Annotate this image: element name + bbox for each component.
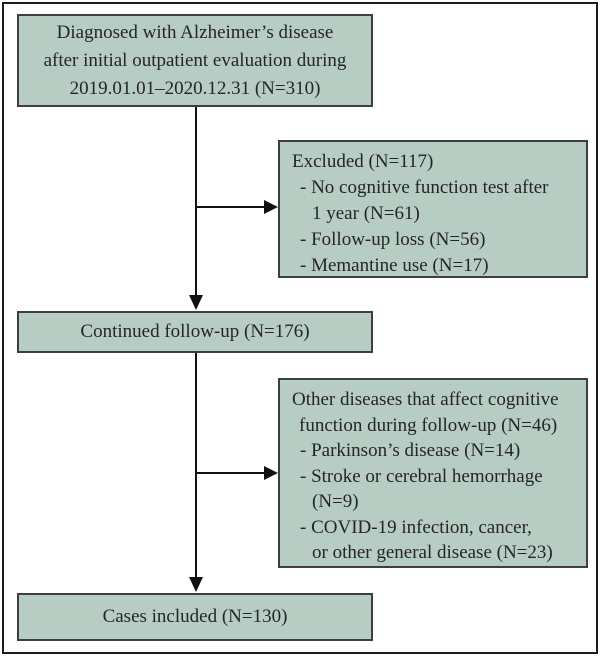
box-diagnosed-text: Diagnosed with Alzheimer’s disease after… <box>43 21 347 99</box>
other-item-continued: (N=9) <box>312 491 359 512</box>
arrowhead-right-icon <box>264 200 278 214</box>
connector-line-1 <box>195 107 197 296</box>
box-other-title: Other diseases that affect cognitive <box>292 389 559 410</box>
box-diagnosed: Diagnosed with Alzheimer’s disease after… <box>17 14 373 107</box>
box-continued-follow-up: Continued follow-up (N=176) <box>17 311 373 353</box>
arrowhead-right-icon <box>264 466 278 480</box>
excluded-item: - Follow-up loss (N=56) <box>300 229 486 250</box>
excluded-item: - Memantine use (N=17) <box>300 255 489 276</box>
box-cases-text: Cases included (N=130) <box>102 606 288 627</box>
excluded-item-continued: 1 year (N=61) <box>312 203 420 224</box>
box-excluded: Excluded (N=117) - No cognitive function… <box>278 140 588 278</box>
other-item-continued: or other general disease (N=23) <box>312 542 553 563</box>
branch-line-other-diseases <box>196 472 266 474</box>
arrowhead-down-icon <box>189 577 203 592</box>
arrowhead-down-icon <box>189 295 203 310</box>
excluded-item: - No cognitive function test after <box>300 177 549 198</box>
other-item: - Stroke or cerebral hemorrhage <box>300 465 543 487</box>
box-other-diseases: Other diseases that affect cognitive fun… <box>278 378 588 568</box>
other-item: - Parkinson’s disease (N=14) <box>300 440 521 461</box>
branch-line-excluded <box>196 206 266 208</box>
connector-line-2 <box>195 353 197 578</box>
other-item: - COVID-19 infection, cancer, <box>300 516 532 538</box>
box-other-title-continued: function during follow-up (N=46) <box>299 414 558 436</box>
box-excluded-title: Excluded (N=117) <box>292 151 434 172</box>
outer-frame <box>2 2 598 654</box>
box-continued-text: Continued follow-up (N=176) <box>80 321 310 342</box>
box-cases-included: Cases included (N=130) <box>17 593 373 641</box>
